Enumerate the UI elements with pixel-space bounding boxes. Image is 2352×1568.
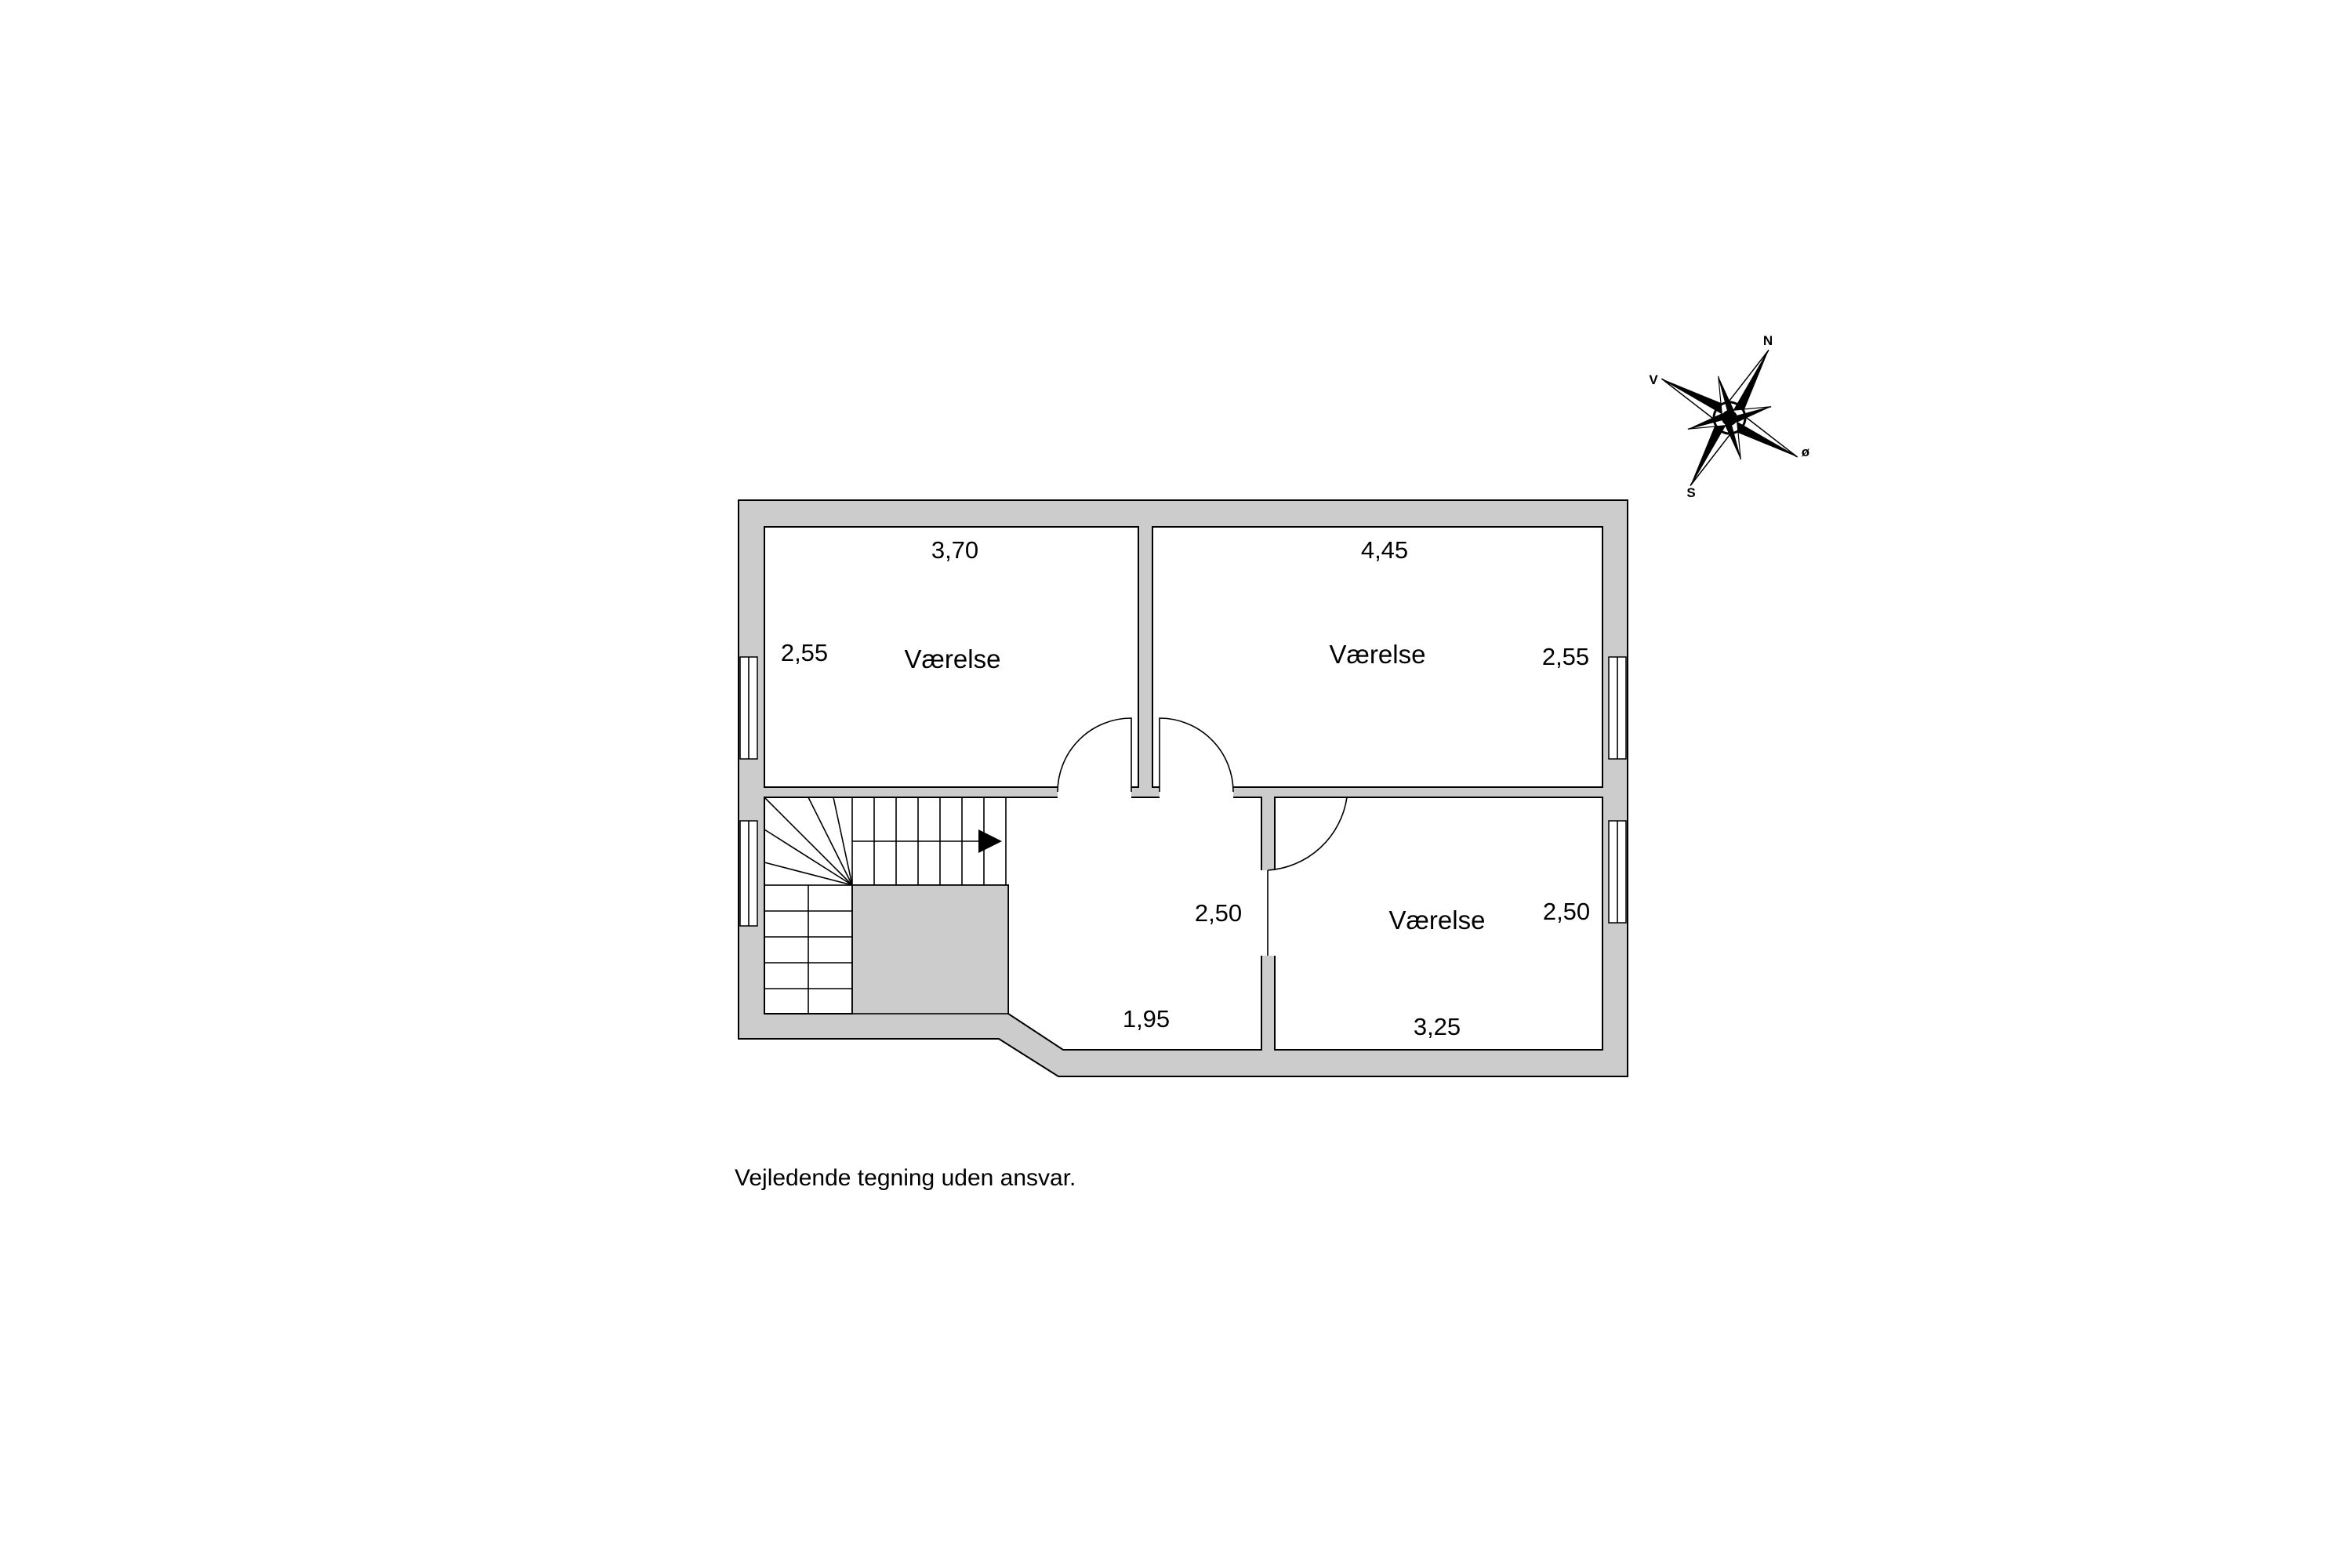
room-2-width: 4,45: [1361, 536, 1408, 564]
door-swing-2: [1159, 717, 1234, 793]
room-3-label: Værelse: [1389, 906, 1486, 935]
door-swing-3: [1267, 797, 1348, 956]
room-1-height: 2,55: [781, 639, 828, 666]
room-1-label: Værelse: [905, 644, 1001, 673]
door-opening-1: [1058, 780, 1131, 804]
room-3-width: 3,25: [1414, 1013, 1461, 1040]
hall-floor: [764, 797, 1262, 1051]
stair-direction-arrow: [978, 829, 1002, 853]
room-2-height: 2,55: [1542, 643, 1589, 670]
compass-south: S: [1686, 485, 1695, 500]
door-swing-1: [1057, 717, 1132, 793]
windows: [739, 656, 1627, 927]
hall-width: 1,95: [1123, 1005, 1170, 1033]
room-2-floor: [1152, 526, 1603, 788]
compass-east: ø: [1802, 445, 1810, 459]
door-opening-3: [1253, 870, 1281, 956]
compass-rose: N V ø S: [1649, 333, 1810, 500]
room-2-label: Værelse: [1330, 640, 1426, 669]
room-1-width: 3,70: [931, 536, 978, 564]
compass-star-icon: [1661, 349, 1798, 487]
staircase: [764, 797, 1007, 1014]
stair-void: [851, 884, 1009, 1014]
door-opening-2: [1160, 780, 1233, 804]
room-3-height: 2,50: [1543, 898, 1590, 925]
compass-west: V: [1649, 372, 1658, 387]
hall-height: 2,50: [1195, 899, 1242, 927]
disclaimer-text: Vejledende tegning uden ansvar.: [735, 1165, 1076, 1191]
compass-north: N: [1763, 333, 1773, 348]
room-3-floor: [1274, 797, 1603, 1051]
